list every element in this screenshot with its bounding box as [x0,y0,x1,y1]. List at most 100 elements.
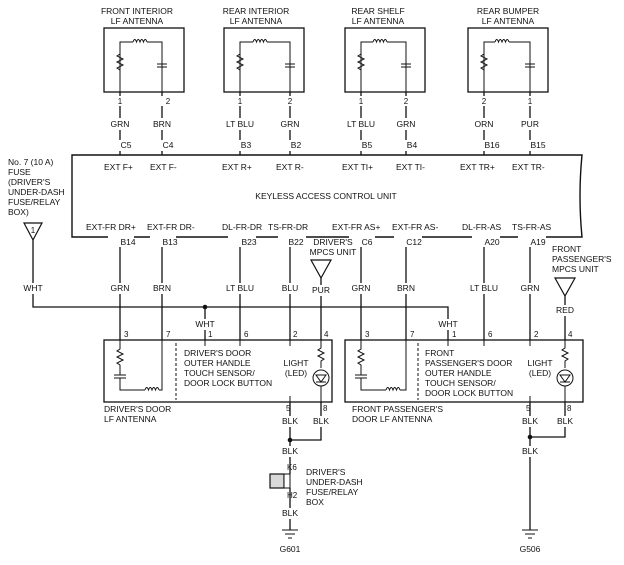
signal-label: EXT-FR DR- [147,222,195,232]
resistor-icon [356,53,366,71]
front-interior-lf-antenna: FRONT INTERIOR LF ANTENNA [101,6,185,93]
led-resistor-icon [316,340,326,368]
wire-color: BLK [522,446,538,456]
wire-color: LT BLU [347,119,375,129]
coil-icon [385,387,401,392]
antenna-title-line: LF ANTENNA [482,16,535,26]
wire-color: BLK [522,416,538,426]
drivers-mpcs-unit: DRIVER'S MPCS UNIT PUR [309,237,356,340]
splice-dot [527,434,533,440]
antenna-box [467,27,549,93]
mpcs-label-line: MPCS UNIT [310,247,357,257]
door-label-line: OUTER HANDLE [184,358,251,368]
wire-color: BLK [282,508,298,518]
terminal-id: B22 [288,237,303,247]
antenna-label-line: DRIVER'S DOOR [104,404,171,414]
wire-color: GRN [281,119,300,129]
terminal-id: B13 [162,237,177,247]
door-label-line: PASSENGER'S DOOR [425,358,512,368]
pin-number: 2 [482,97,487,106]
signal-label: EXT F+ [104,162,133,172]
pin-number: 2 [288,97,293,106]
terminal-id: C12 [406,237,422,247]
signal-label: DL-FR-DR [222,222,262,232]
signal-label: EXT-FR AS+ [332,222,380,232]
coil-icon [144,387,160,392]
terminal-id: C4 [163,140,174,150]
terminal-id: H2 [287,491,298,500]
pin-number: 4 [568,330,573,339]
pin-number: 2 [293,330,298,339]
antenna-box [223,27,305,93]
resistor-icon [235,53,245,71]
antenna-wiring [119,41,163,92]
led-resistor-icon [560,340,570,368]
terminal-id: C5 [121,140,132,150]
pin-number: 2 [166,97,171,106]
driver-door-assembly: 3 7 1 6 2 4 DRIVER'S DOOR OUTER HANDLE T… [103,330,334,466]
fuse-label-line: FUSE [8,167,31,177]
keyless-access-control-unit: EXT F+ EXT F- EXT R+ EXT R- EXT TI+ EXT … [71,154,583,238]
antenna-title-line: FRONT INTERIOR [101,6,173,16]
ground-g601: G601 [280,529,301,554]
antenna-circuit [114,340,163,391]
fuse-label-line: BOX) [8,207,29,217]
signal-label: DL-FR-AS [462,222,502,232]
pin-number: 1 [208,330,213,339]
wire-color: BLK [313,416,329,426]
led-label: LIGHT [283,358,308,368]
wire-color: BLK [282,416,298,426]
wire-color: GRN [397,119,416,129]
antenna-title-line: LF ANTENNA [111,16,164,26]
terminal-id: B3 [241,140,252,150]
terminal-id: A20 [484,237,499,247]
mpcs-label-line: MPCS UNIT [552,264,599,274]
terminal-id: B4 [407,140,418,150]
ground-icon [522,529,538,539]
internal-leads [204,340,291,346]
door-label-line: DOOR LOCK BUTTON [425,388,513,398]
wire-color: BLK [557,416,573,426]
coil-icon [494,39,510,44]
door-label-line: FRONT [425,348,454,358]
fuse-label-line: (DRIVER'S [8,177,51,187]
coil-icon [132,39,148,44]
led-diode [289,374,327,402]
antenna-label-line: DOOR LF ANTENNA [352,414,433,424]
door-label-line: OUTER HANDLE [425,368,492,378]
signal-label: TS-FR-DR [268,222,308,232]
signal-label: EXT R- [276,162,304,172]
wire-color: RED [556,305,574,315]
wire-color: PUR [312,285,330,295]
door-label-line: TOUCH SENSOR/ [184,368,255,378]
coil-icon [372,39,388,44]
wire-color: GRN [352,283,371,293]
led-label: (LED) [285,368,307,378]
junction-label-line: UNDER-DASH [306,477,363,487]
capacitor-icon [285,63,295,68]
junction-label-line: BOX [306,497,324,507]
terminal-id: A19 [530,237,545,247]
resistor-icon [479,53,489,71]
wire-color: BRN [153,283,171,293]
wire-color: WHT [438,319,457,329]
pin-number: 6 [244,330,249,339]
led-label: (LED) [529,368,551,378]
pin-number: 4 [324,330,329,339]
splice-dot [202,304,208,310]
antenna-box [344,27,426,93]
door-label-line: DOOR LOCK BUTTON [184,378,272,388]
antenna-title-line: REAR SHELF [351,6,404,16]
junction-block [269,473,285,489]
front-passengers-mpcs-unit: FRONT PASSENGER'S MPCS UNIT RED [552,244,612,340]
terminal-id: C6 [362,237,373,247]
pin-number: 8 [323,404,328,413]
terminal-id: B16 [484,140,499,150]
led-icon [312,369,330,387]
wire-color: GRN [111,119,130,129]
coil-icon [252,39,268,44]
internal-leads [447,340,531,346]
wire-color: LT BLU [226,119,254,129]
junction-label-line: DRIVER'S [306,467,346,477]
